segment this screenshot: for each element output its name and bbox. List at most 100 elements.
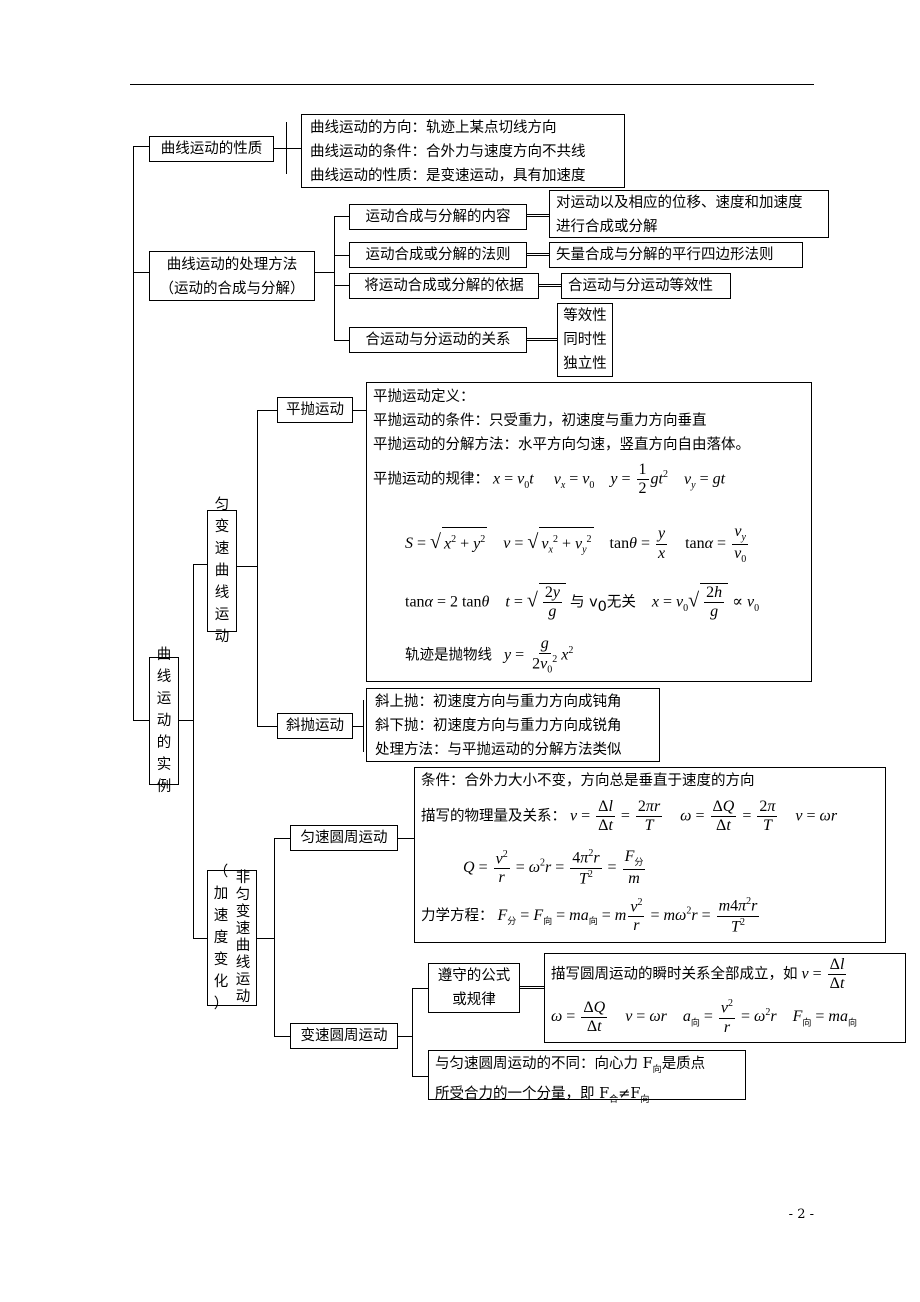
uc-sub-xiang-2: 向: [588, 917, 598, 928]
vc-sub-xiang: 向: [690, 1018, 700, 1029]
link-law-node: [412, 988, 428, 989]
node-non-uniform-char: 动: [235, 989, 251, 1005]
link-examples-non: [193, 938, 207, 939]
uc-dynamics-label: 力学方程：: [421, 907, 494, 924]
vc-diff-sub-xiang-2: 向: [640, 1094, 650, 1105]
node-non-uniform-char: 速: [235, 921, 251, 937]
node-variable-circular: 变速圆周运动: [290, 1023, 398, 1049]
node-examples-char: 实: [156, 757, 172, 773]
node-uniform-accel-char: 匀: [214, 497, 230, 513]
node-uniform-circular: 匀速圆周运动: [290, 825, 398, 851]
node-uniform-accel-char: 速: [214, 541, 230, 557]
node-uniform-circular-label: 匀速圆周运动: [300, 830, 388, 846]
node-uniform-accel-char: 曲: [214, 563, 230, 579]
vc-difference-line-2: 所受合力的一个分量，即 F合≠F向: [435, 1085, 650, 1105]
node-non-uniform-paren-char: ）: [213, 996, 229, 1012]
node-uniform-accel-char: 动: [214, 629, 230, 645]
branch-method: [133, 272, 149, 273]
method-detail-relation-3: 独立性: [563, 356, 607, 372]
node-non-uniform: （ 加 速 度 变 化 ） 非 匀 变 速 曲 线 运 动: [207, 864, 257, 1012]
method-item-basis: 将运动合成或分解的依据: [349, 273, 539, 299]
brace-oblique: [363, 700, 364, 752]
node-non-uniform-char: 线: [235, 955, 251, 971]
link-content-detail: [527, 214, 549, 217]
node-follow-law-2: 或规律: [452, 992, 496, 1008]
node-method: 曲线运动的处理方法 （运动的合成与分解）: [149, 251, 315, 301]
uc-sub-fen-2: 分: [507, 917, 517, 928]
method-item-relation-label: 合运动与分运动的关系: [365, 332, 511, 348]
method-item-content: 运动合成与分解的内容: [349, 204, 527, 230]
brace-uniform-accel: [257, 410, 258, 726]
node-examples-char: 线: [156, 669, 172, 685]
brace-nature: [286, 122, 287, 174]
projectile-condition: 平抛运动的条件：只受重力，初速度与重力方向垂直: [373, 413, 707, 429]
node-uniform-accel-char: 变: [214, 519, 230, 535]
vc-difference-line-1: 与匀速圆周运动的不同：向心力 F向是质点: [435, 1052, 739, 1082]
vc-diff-sub-xiang: 向: [652, 1064, 662, 1075]
node-projectile-label: 平抛运动: [286, 402, 344, 418]
method-detail-relation-1: 等效性: [563, 308, 607, 324]
method-detail-relation: 等效性 同时性 独立性: [557, 303, 613, 377]
node-oblique: 斜抛运动: [277, 713, 353, 739]
link-non-uniform: [257, 938, 274, 939]
link-relation-detail: [527, 338, 557, 341]
node-non-uniform-paren-char: 变: [213, 952, 229, 968]
brace-variable-circular: [412, 988, 413, 1076]
branch-nature: [133, 146, 149, 147]
uc-quantities-label: 描写的物理量及关系：: [421, 808, 566, 825]
uc-sub-xiang: 向: [543, 917, 553, 928]
oblique-line-3: 处理方法：与平抛运动的分解方法类似: [375, 742, 622, 758]
link-method-4: [334, 340, 349, 341]
projectile-method: 平抛运动的分解方法：水平方向匀速，竖直方向自由落体。: [373, 437, 750, 453]
projectile-trajectory-label: 轨迹是抛物线: [405, 647, 492, 664]
node-non-uniform-char: 匀: [235, 887, 251, 903]
node-non-uniform-char: 运: [235, 972, 251, 988]
link-law-box: [520, 986, 544, 989]
projectile-law-label: 平抛运动的规律：: [373, 471, 489, 488]
node-uniform-accel: 匀 变 速 曲 线 运 动: [207, 497, 237, 645]
method-detail-content: 对运动以及相应的位移、速度和加速度 进行合成或分解: [549, 190, 829, 238]
uniform-circular-box: 条件：合外力大小不变，方向总是垂直于速度的方向 描写的物理量及关系： v = Δ…: [414, 767, 886, 943]
link-method: [315, 272, 334, 273]
projectile-box: 平抛运动定义： 平抛运动的条件：只受重力，初速度与重力方向垂直 平抛运动的分解方…: [366, 382, 812, 682]
method-detail-basis-1: 合运动与分运动等效性: [568, 278, 713, 294]
oblique-box: 斜上抛：初速度方向与重力方向成钝角 斜下抛：初速度方向与重力方向成锐角 处理方法…: [366, 688, 660, 762]
method-item-content-label: 运动合成与分解的内容: [365, 209, 511, 225]
method-item-rule-label: 运动合成或分解的法则: [365, 247, 511, 263]
node-method-line-1: 曲线运动的处理方法: [166, 257, 298, 273]
method-detail-rule: 矢量合成与分解的平行四边形法则: [549, 242, 803, 268]
projectile-definition: 平抛运动定义：: [373, 389, 475, 405]
node-non-uniform-char: 变: [235, 904, 251, 920]
link-examples-uniform: [193, 564, 207, 565]
node-examples-char: 的: [156, 735, 172, 751]
link-examples: [179, 720, 193, 721]
link-variable-circular-box: [398, 1036, 412, 1037]
node-non-uniform-paren-char: 度: [213, 930, 229, 946]
method-detail-basis: 合运动与分运动等效性: [561, 273, 731, 299]
node-follow-law-1: 遵守的公式: [437, 968, 511, 984]
vc-sub-xiang-3: 向: [847, 1018, 857, 1029]
link-nature: [274, 148, 301, 149]
main-trunk: [133, 146, 134, 720]
link-method-1: [334, 216, 349, 217]
node-non-uniform-paren-char: 速: [213, 908, 229, 924]
node-method-line-2: （运动的合成与分解）: [159, 281, 305, 297]
projectile-indep-tail: 无关: [606, 594, 636, 611]
nature-line-2: 曲线运动的条件：合外力与速度方向不共线: [310, 144, 586, 160]
brace-examples: [193, 564, 194, 938]
node-examples-char: 运: [156, 691, 172, 707]
node-nature-label: 曲线运动的性质: [160, 141, 263, 157]
link-uniform-circular-box: [398, 838, 414, 839]
node-non-uniform-char: 曲: [235, 938, 251, 954]
method-detail-rule-1: 矢量合成与分解的平行四边形法则: [556, 247, 774, 263]
vc-difference-1: 与匀速圆周运动的不同：向心力 F: [435, 1056, 653, 1072]
vc-difference-1b: 是质点: [661, 1056, 706, 1072]
